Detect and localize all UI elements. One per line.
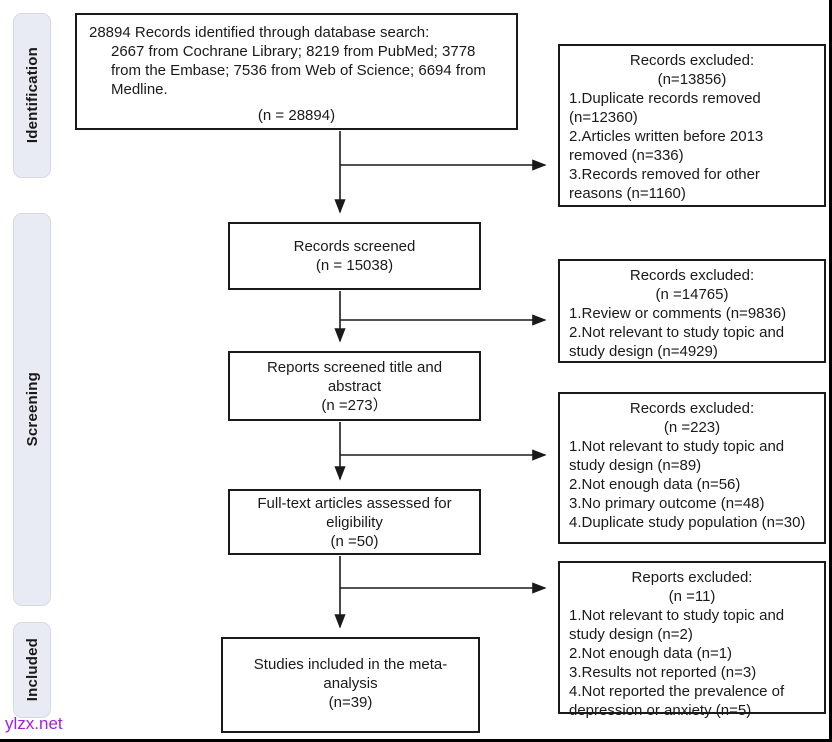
box-reports-excluded: Reports excluded: (n =11) 1.Not relevant…	[558, 561, 826, 719]
stage-label-included-text: Included	[23, 638, 41, 702]
excluded-3-n: (n =223)	[663, 419, 721, 436]
studies-included-title: Studies included in the meta-analysis	[253, 656, 448, 692]
excluded-1-item: 3.Records removed for other reasons (n=1…	[569, 166, 760, 202]
records-identified-n: (n = 28894)	[257, 107, 336, 124]
frame-right-border	[829, 0, 832, 739]
frame-bottom-border	[0, 739, 832, 742]
excluded-3-title: Records excluded:	[629, 400, 755, 417]
excluded-1-n: (n=13856)	[657, 71, 727, 88]
title-abstract-n: (n =273）	[321, 396, 388, 414]
reports-excluded-item: 3.Results not reported (n=3)	[569, 664, 757, 681]
records-screened-n: (n = 15038)	[315, 257, 394, 274]
excluded-3-item: 4.Duplicate study population (n=30)	[569, 514, 806, 531]
box-records-identified: 28894 Records identified through databas…	[75, 13, 518, 130]
reports-excluded-n: (n =11)	[668, 588, 716, 605]
box-title-abstract-screened: Reports screened title and abstract (n =…	[228, 351, 481, 421]
excluded-3-item: 2.Not enough data (n=56)	[569, 476, 741, 493]
reports-excluded-item: 4.Not reported the prevalence of depress…	[569, 683, 785, 719]
records-identified-line2: 2667 from Cochrane Library; 8219 from Pu…	[111, 43, 486, 98]
records-identified-line1: 28894 Records identified through databas…	[89, 24, 430, 41]
box-studies-included: Studies included in the meta-analysis (n…	[221, 637, 480, 733]
reports-excluded-title: Reports excluded:	[631, 569, 753, 586]
stage-label-included: Included	[13, 622, 51, 718]
reports-excluded-item: 1.Not relevant to study topic and study …	[569, 607, 785, 643]
excluded-2-title: Records excluded:	[629, 267, 755, 284]
stage-label-screening-text: Screening	[23, 372, 41, 447]
box-fulltext-assessed: Full-text articles assessed for eligibil…	[228, 489, 481, 555]
excluded-2-n: (n =14765)	[655, 286, 729, 303]
title-abstract-title: Reports screened title and abstract	[266, 358, 443, 395]
fulltext-n: (n =50)	[330, 532, 379, 550]
excluded-2-item: 2.Not relevant to study topic and study …	[569, 324, 785, 360]
excluded-1-item: 1.Duplicate records removed (n=12360)	[569, 90, 761, 126]
watermark-link: ylzx.net	[5, 714, 63, 733]
excluded-3-item: 3.No primary outcome (n=48)	[569, 495, 765, 512]
box-records-excluded-2: Records excluded: (n =14765) 1.Review or…	[558, 259, 826, 363]
box-records-excluded-1: Records excluded: (n=13856) 1.Duplicate …	[558, 44, 826, 207]
stage-label-screening: Screening	[13, 213, 51, 606]
studies-included-n: (n=39)	[328, 694, 373, 711]
box-records-excluded-3: Records excluded: (n =223) 1.Not relevan…	[558, 392, 826, 544]
reports-excluded-item: 2.Not enough data (n=1)	[569, 645, 733, 662]
excluded-2-item: 1.Review or comments (n=9836)	[569, 305, 787, 322]
stage-label-identification-text: Identification	[23, 47, 41, 144]
stage-label-identification: Identification	[13, 13, 51, 178]
excluded-3-item: 1.Not relevant to study topic and study …	[569, 438, 785, 474]
excluded-1-title: Records excluded:	[629, 52, 755, 69]
excluded-1-item: 2.Articles written before 2013 removed (…	[569, 128, 764, 164]
fulltext-title: Full-text articles assessed for eligibil…	[257, 494, 452, 531]
records-screened-title: Records screened	[293, 238, 416, 255]
box-records-screened: Records screened (n = 15038)	[228, 222, 481, 290]
